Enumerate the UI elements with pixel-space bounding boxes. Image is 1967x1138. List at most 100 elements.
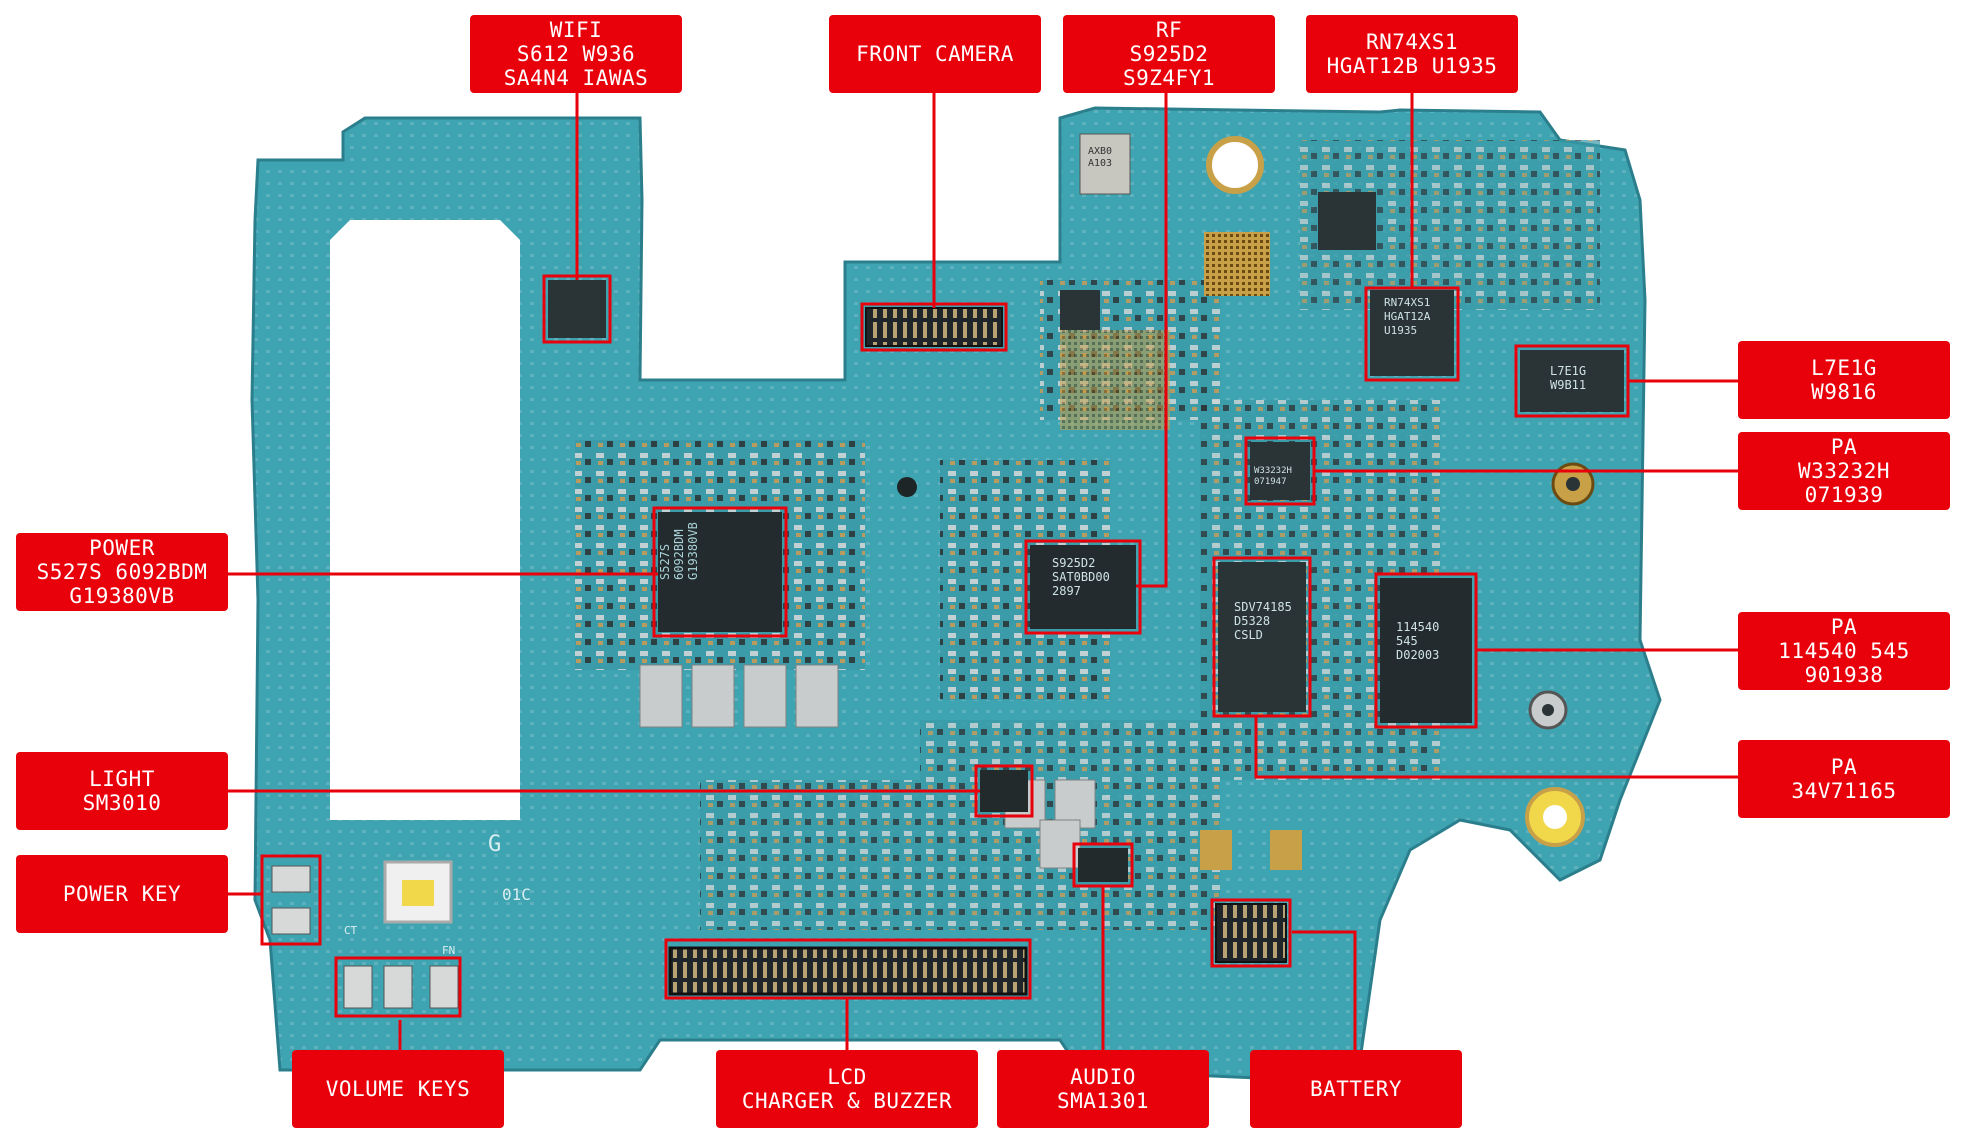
label-pa2-line2: 114540 545: [1778, 639, 1910, 663]
label-power-key: POWER KEY: [16, 855, 228, 933]
outline-front-camera: [860, 302, 1008, 352]
outline-rn74: [1364, 286, 1460, 382]
label-lcd: LCD CHARGER & BUZZER: [716, 1050, 978, 1128]
label-rn74-line1: RN74XS1: [1365, 30, 1458, 54]
light-chip: [980, 770, 1028, 812]
label-rf-line2: S925D2: [1129, 42, 1209, 66]
outline-pa1: [1244, 436, 1316, 506]
rn74-chip-marking: RN74XS1 HGAT12A U1935: [1384, 296, 1430, 338]
wifi-chip: [548, 280, 606, 338]
front-camera-connector: [865, 307, 1003, 347]
power-chip-line1: S527S: [658, 543, 672, 580]
rf-chip-line2: SAT0BD00: [1052, 570, 1110, 584]
outline-pa3: [1212, 556, 1312, 718]
crystal: [1079, 133, 1131, 195]
l7e1g-chip: [1520, 350, 1624, 412]
g-mark: G: [488, 832, 502, 857]
outline-light: [974, 764, 1034, 818]
label-wifi-line2: S612 W936: [516, 42, 636, 66]
outline-l7e1g: [1514, 344, 1630, 418]
rf-chip-line3: 2897: [1052, 584, 1081, 598]
qr-code: [1204, 232, 1270, 296]
outline-wifi: [542, 274, 612, 344]
crystal-line2: A103: [1088, 158, 1113, 169]
pa2-chip: [1380, 578, 1472, 723]
label-lcd-line1: LCD: [827, 1065, 867, 1089]
rf-chip: [1030, 545, 1136, 629]
label-audio-line1: AUDIO: [1070, 1065, 1136, 1089]
rn-chip-line3: U1935: [1384, 324, 1418, 337]
label-power-line2: S527S 6092BDM: [36, 560, 208, 584]
label-rn74: RN74XS1 HGAT12B U1935: [1306, 15, 1518, 93]
pa3-chip-line2: D5328: [1234, 614, 1271, 628]
crystal-marking: AXB0 A103: [1088, 146, 1112, 170]
inductors: [639, 664, 1096, 869]
ct-mark: CT: [344, 924, 358, 937]
outline-volume-keys: [334, 956, 462, 1018]
label-l7e1g: L7E1G W9816: [1738, 341, 1950, 419]
label-wifi-line1: WIFI: [549, 18, 603, 42]
pa2-chip-line2: 545: [1396, 634, 1418, 648]
label-wifi: WIFI S612 W936 SA4N4 IAWAS: [470, 15, 682, 93]
label-light: LIGHT SM3010: [16, 752, 228, 830]
rf-chip-line1: S925D2: [1052, 556, 1096, 570]
board-cutout: [330, 240, 520, 820]
l7-chip-line2: W9B11: [1550, 378, 1587, 392]
label-pa1-line1: PA: [1830, 435, 1858, 459]
pa3-chip-line1: SDV74185: [1234, 600, 1292, 614]
label-rn74-line2: HGAT12B U1935: [1326, 54, 1498, 78]
audio-chip: [1078, 848, 1128, 882]
label-power-key-line1: POWER KEY: [62, 882, 182, 906]
pa1-chip-marking: W33232H 071947: [1254, 466, 1292, 488]
outline-power-key: [260, 854, 322, 946]
leader-battery: [1292, 930, 1357, 1052]
outline-rf: [1024, 539, 1142, 635]
label-front-camera-line1: FRONT CAMERA: [856, 42, 1014, 66]
pa2-chip-line3: D02003: [1396, 648, 1440, 662]
crystal-line1: AXB0: [1088, 146, 1113, 157]
power-chip-marking: S527S 6092BDM G19380VB: [658, 522, 700, 580]
label-light-line1: LIGHT: [89, 767, 155, 791]
label-power: POWER S527S 6092BDM G19380VB: [16, 533, 228, 611]
rn-chip-line1: RN74XS1: [1384, 296, 1431, 309]
label-pa1: PA W33232H 071939: [1738, 432, 1950, 510]
label-power-line3: G19380VB: [69, 584, 175, 608]
power-chip-line2: 6092BDM: [672, 529, 686, 580]
label-rf: RF S925D2 S9Z4FY1: [1063, 15, 1275, 93]
fn-mark: FN: [442, 944, 456, 957]
outline-pa2: [1374, 572, 1478, 729]
l7-chip-line1: L7E1G: [1550, 364, 1587, 378]
label-l7e1g-line2: W9816: [1811, 380, 1877, 404]
pa2-chip-line1: 114540: [1396, 620, 1440, 634]
leader-rf: [1136, 76, 1168, 588]
l7e1g-chip-marking: L7E1G W9B11: [1550, 364, 1586, 392]
label-audio-line2: SMA1301: [1056, 1089, 1149, 1113]
battery-connector: [1215, 903, 1287, 963]
pa1-chip-line2: 071947: [1254, 477, 1287, 487]
pa1-chip-line1: W33232H: [1254, 466, 1292, 476]
label-pa2-line3: 901938: [1804, 663, 1884, 687]
label-volume-keys: VOLUME KEYS: [292, 1050, 504, 1128]
label-pa1-line2: W33232H: [1797, 459, 1890, 483]
label-pa3: PA 34V71165: [1738, 740, 1950, 818]
label-lcd-line2: CHARGER & BUZZER: [741, 1089, 953, 1113]
label-wifi-line3: SA4N4 IAWAS: [503, 66, 649, 90]
label-pa3-line2: 34V71165: [1791, 779, 1897, 803]
revision-mark: 01C: [502, 885, 531, 904]
rf-support-chip: [1060, 290, 1100, 330]
outline-audio: [1072, 842, 1134, 888]
rn74-chip: [1370, 290, 1454, 376]
outline-power: [652, 506, 788, 638]
power-chip: [658, 512, 782, 632]
label-power-line1: POWER: [89, 536, 155, 560]
leader-pa3: [1254, 716, 1738, 779]
outline-battery: [1210, 898, 1292, 968]
label-front-camera: FRONT CAMERA: [829, 15, 1041, 93]
label-l7e1g-line1: L7E1G: [1811, 356, 1877, 380]
label-pa2-line1: PA: [1830, 615, 1858, 639]
pa3-chip-marking: SDV74185 D5328 CSLD: [1234, 600, 1292, 642]
pa3-chip: [1218, 562, 1306, 712]
label-battery: BATTERY: [1250, 1050, 1462, 1128]
label-rf-line1: RF: [1155, 18, 1183, 42]
